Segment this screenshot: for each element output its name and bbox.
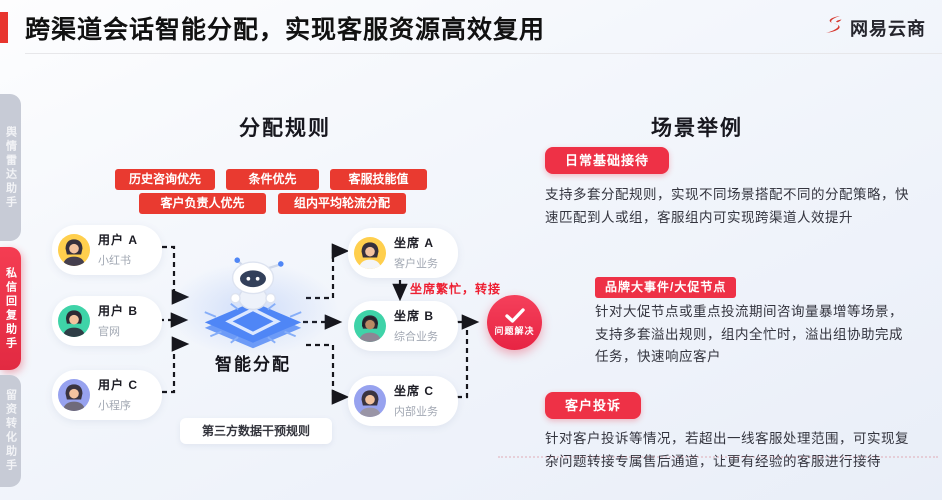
scenario-text-brand-event: 针对大促节点或重点投流期间咨询量暴增等场景，支持多套溢出规则，组内全忙时，溢出组… bbox=[595, 304, 903, 365]
agent-b-name: 坐席 B bbox=[394, 309, 435, 323]
sidebar-tab-private-message-reply[interactable]: 私信回复助手 bbox=[0, 247, 21, 370]
sidebar-tab-sentiment-radar[interactable]: 舆情雷达助手 bbox=[0, 94, 21, 241]
robot-icon bbox=[196, 250, 310, 352]
user-c-channel: 小程序 bbox=[98, 400, 131, 412]
agent-a-role: 客户业务 bbox=[394, 258, 438, 270]
brand-logo-text: 网易云商 bbox=[850, 18, 926, 39]
user-card-b: 用户 B 官网 bbox=[52, 296, 162, 346]
scenario-tag-brand-event: 品牌大事件/大促节点 bbox=[595, 277, 737, 298]
agent-card-c: 坐席 C 内部业务 bbox=[348, 376, 458, 426]
user-a-channel: 小红书 bbox=[98, 255, 131, 267]
user-c-name: 用户 C bbox=[98, 378, 139, 392]
user-c-avatar bbox=[58, 379, 90, 411]
check-icon bbox=[504, 308, 525, 323]
user-b-avatar bbox=[58, 305, 90, 337]
user-b-channel: 官网 bbox=[98, 326, 120, 338]
agent-a-name: 坐席 A bbox=[394, 236, 435, 250]
scenario-tag-daily-reception: 日常基础接待 bbox=[545, 147, 670, 174]
scenario-text-daily-reception: 支持多套分配规则，实现不同场景搭配不同的分配策略，快速匹配到人或组，客服组内可实… bbox=[545, 187, 909, 225]
agent-c-avatar bbox=[354, 385, 386, 417]
user-b-name: 用户 B bbox=[98, 304, 139, 318]
agent-busy-transfer-note: 坐席繁忙，转接 bbox=[410, 282, 502, 296]
rule-tag-skill-value: 客服技能值 bbox=[330, 169, 427, 190]
page-title: 跨渠道会话智能分配，实现客服资源高效复用 bbox=[25, 16, 546, 44]
agent-c-name: 坐席 C bbox=[394, 384, 435, 398]
scenario-text-customer-complaint: 针对客户投诉等情况，若超出一线客服处理范围，可实现复杂问题转接专属售后通道，让更… bbox=[545, 431, 909, 469]
decorative-dotted-line bbox=[498, 456, 938, 458]
user-card-a: 用户 A 小红书 bbox=[52, 225, 162, 275]
scenarios-panel-title: 场景举例 bbox=[651, 117, 743, 140]
agent-b-role: 综合业务 bbox=[394, 331, 438, 343]
scenario-tag-customer-complaint: 客户投诉 bbox=[545, 392, 642, 419]
rule-tag-owner-priority: 客户负责人优先 bbox=[139, 193, 266, 214]
title-accent-bar bbox=[0, 12, 8, 43]
user-a-name: 用户 A bbox=[98, 233, 139, 247]
intelligent-distribution-label: 智能分配 bbox=[215, 355, 291, 374]
third-party-rule-box: 第三方数据干预规则 bbox=[180, 418, 332, 444]
agent-card-b: 坐席 B 综合业务 bbox=[348, 301, 458, 351]
header-divider bbox=[25, 53, 942, 54]
rule-tag-condition-priority: 条件优先 bbox=[226, 169, 319, 190]
brand-logo: 网易云商 bbox=[821, 13, 926, 42]
sidebar-tab-lead-conversion[interactable]: 留资转化助手 bbox=[0, 375, 21, 487]
rules-panel-title: 分配规则 bbox=[239, 117, 331, 140]
agent-a-avatar bbox=[354, 237, 386, 269]
rule-tag-history-priority: 历史咨询优先 bbox=[115, 169, 215, 190]
agent-b-avatar bbox=[354, 310, 386, 342]
netease-yunshang-logo-icon bbox=[821, 13, 845, 42]
user-a-avatar bbox=[58, 234, 90, 266]
problem-solved-badge: 问题解决 bbox=[487, 295, 542, 350]
user-card-c: 用户 C 小程序 bbox=[52, 370, 162, 420]
agent-c-role: 内部业务 bbox=[394, 406, 438, 418]
rule-tag-round-robin: 组内平均轮流分配 bbox=[278, 193, 406, 214]
problem-solved-label: 问题解决 bbox=[494, 326, 535, 336]
agent-card-a: 坐席 A 客户业务 bbox=[348, 228, 458, 278]
